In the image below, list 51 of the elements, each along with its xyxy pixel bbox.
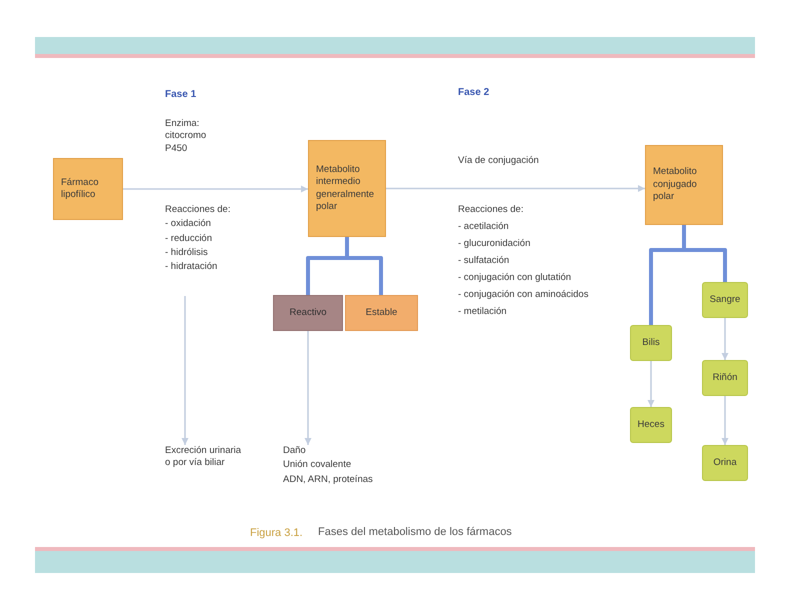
arrow xyxy=(722,396,728,445)
note-text: Excreción urinaria o por vía biliar xyxy=(165,445,245,470)
process-box xyxy=(53,158,123,220)
figure-caption: Fases del metabolismo de los fármacos xyxy=(318,526,512,538)
arrow xyxy=(722,318,728,360)
organ-box xyxy=(630,325,672,361)
list-item: - conjugación con glutatión xyxy=(458,272,572,284)
box-label: Orina xyxy=(713,456,737,470)
arrow xyxy=(123,186,308,192)
phase-heading: Fase 2 xyxy=(458,86,490,99)
note-line: - reducción xyxy=(165,232,213,246)
process-box xyxy=(645,145,723,225)
process-box xyxy=(308,140,386,237)
arrow xyxy=(304,331,312,445)
organ-box xyxy=(702,282,748,318)
note-line: ADN, ARN, proteínas xyxy=(283,474,374,486)
box-label: Sangre xyxy=(710,294,740,306)
connector-line xyxy=(345,237,383,295)
list-item: - conjugación con aminoácidos xyxy=(458,289,590,302)
box-label: Reactivo xyxy=(290,306,326,320)
list-item: - sulfatación xyxy=(458,255,510,268)
note-line: - hidratación xyxy=(165,261,218,274)
organ-box xyxy=(702,445,748,481)
box-label: Bilis xyxy=(642,336,660,350)
box-label: Estable xyxy=(366,306,398,320)
list-item: - glucuronidación xyxy=(458,238,532,250)
phase-heading: Fase 1 xyxy=(165,88,198,101)
reactive-box xyxy=(273,295,343,331)
box-label: Metabolito conjugado polar xyxy=(653,166,698,204)
box-label: Fármaco lipofílico xyxy=(61,176,100,202)
note-text: Enzima: citocromo P450 xyxy=(165,118,208,156)
note-line: - hidrólisis xyxy=(165,247,209,260)
box-label: Heces xyxy=(638,418,664,432)
note-heading: Daño xyxy=(283,445,307,458)
arrow xyxy=(386,185,645,192)
box-label: Riñón xyxy=(712,372,738,384)
list-item: - metilación xyxy=(458,306,508,318)
arrow xyxy=(648,361,654,407)
arrow xyxy=(182,296,188,445)
list-item: Reacciones de: xyxy=(458,204,524,216)
box-label: Metabolito intermedio generalmente polar xyxy=(316,164,376,214)
note-heading: Reacciones de: xyxy=(165,204,232,216)
organ-box xyxy=(702,360,748,396)
note-text: Vía de conjugación xyxy=(458,155,540,168)
note-line: - oxidación xyxy=(165,218,212,231)
connector-line xyxy=(682,225,727,282)
list-item: - acetilación xyxy=(458,221,510,234)
figure-number: Figura 3.1. xyxy=(250,526,303,540)
stable-box xyxy=(345,295,418,331)
organ-box xyxy=(630,407,672,443)
note-line: Unión covalente xyxy=(283,459,352,472)
